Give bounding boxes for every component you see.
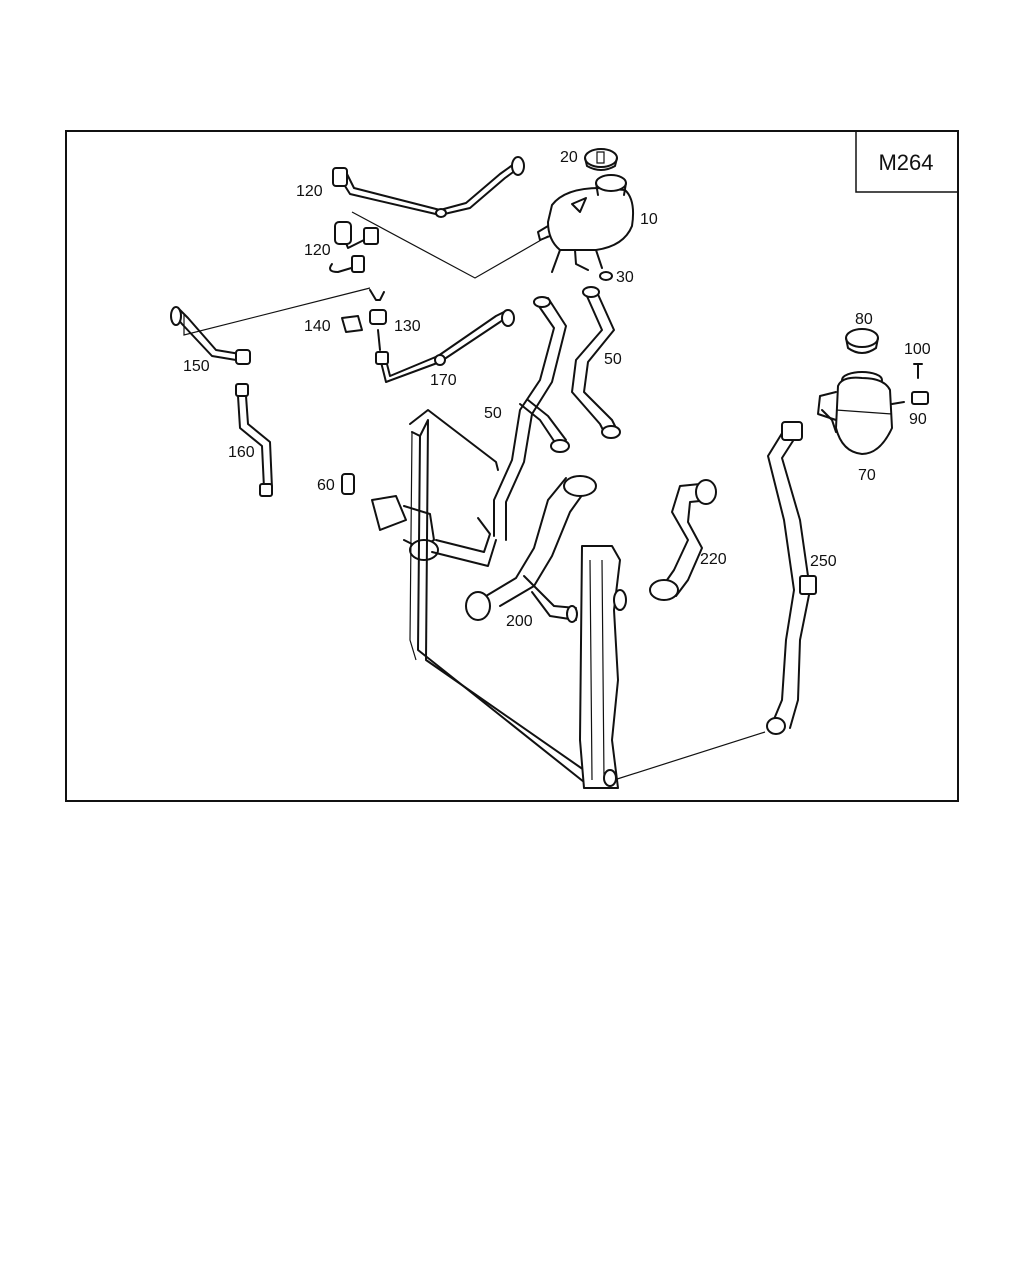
part-150-pipe [170,306,251,365]
label-170: 170 [430,372,457,389]
part-250-hose [766,421,817,735]
thermostat-hose-assembly [371,495,497,567]
part-120-vent-hose-upper [332,156,525,218]
label-140: 140 [304,318,331,335]
label-10: 10 [640,211,658,228]
leader-lines [183,211,766,781]
part-170-pipe [375,309,515,383]
label-130: 130 [394,318,421,335]
part-80-reservoir-cap [845,328,879,354]
label-30: 30 [616,269,634,286]
label-160: 160 [228,444,255,461]
label-250: 250 [810,553,837,570]
part-20-tank-cap [584,148,618,171]
part-10-expansion-tank [537,174,635,273]
part-60-connector [341,473,355,495]
radiator [409,409,627,789]
part-50-hose-left [493,296,570,541]
label-150: 150 [183,358,210,375]
part-100-bolt [913,363,923,379]
part-90-clip [911,391,929,405]
part-160-hose [235,383,273,497]
part-130-tee-fitting [369,289,387,351]
label-220: 220 [700,551,727,568]
part-30-clip [599,271,613,281]
label-50-left: 50 [484,405,502,422]
label-80: 80 [855,311,873,328]
label-100: 100 [904,341,931,358]
label-50-right: 50 [604,351,622,368]
part-220-hose [649,479,717,601]
label-70: 70 [858,467,876,484]
label-90: 90 [909,411,927,428]
part-120-connector-lower [329,221,379,273]
label-20: 20 [560,149,578,166]
part-70-reservoir [817,371,905,455]
model-code-box: M264 [855,131,958,193]
label-60: 60 [317,477,335,494]
part-50-hose-right [571,286,621,439]
diagram-frame [65,130,959,802]
model-code: M264 [878,150,933,175]
label-120-upper: 120 [296,183,323,200]
part-labels: 10 20 30 50 50 60 70 80 90 100 120 120 1… [183,149,931,630]
label-200: 200 [506,613,533,630]
label-120-lower: 120 [304,242,331,259]
part-140-sensor [341,315,363,333]
part-200-hose [465,475,597,623]
